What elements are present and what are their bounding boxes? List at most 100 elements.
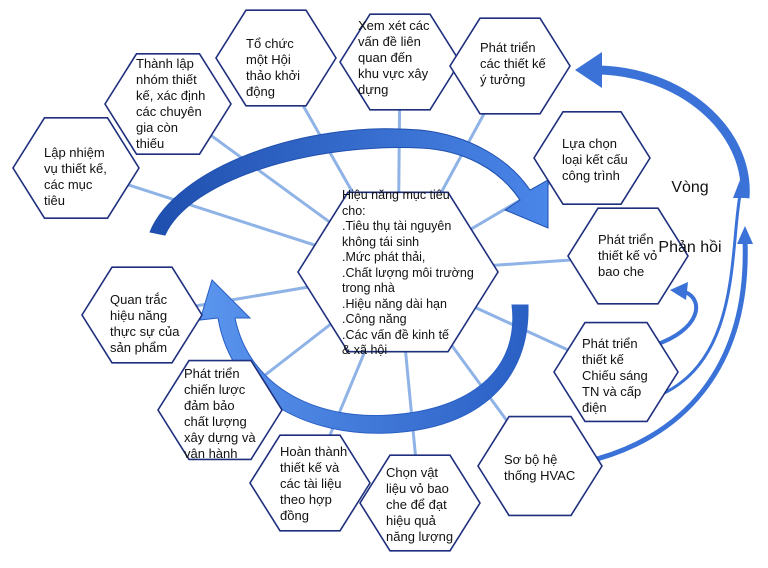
label-thanh-lap-nhom-line: Thành lập <box>136 56 194 71</box>
feedback-arrow-top <box>594 65 750 199</box>
label-center-target-performance-line: .Các vấn đề kinh tế <box>342 327 450 342</box>
feedback-arrow-top-head <box>575 52 602 88</box>
hexagon-to-chuc-hoi-thao <box>215 9 337 107</box>
label-center-target-performance-line: .Mức phát thải, <box>342 250 426 264</box>
label-chieu-sang-cap-dien-line: thiết kế <box>582 352 624 367</box>
label-to-chuc-hoi-thao-line: thảo khởi <box>246 68 301 83</box>
hexagon-nodes <box>12 9 689 552</box>
label-thanh-lap-nhom-line: các chuyên <box>136 104 202 119</box>
cycle-arrow-top <box>149 128 549 236</box>
label-chon-vat-lieu-line: Chọn vật <box>386 465 439 480</box>
label-chieu-sang-cap-dien-line: Chiếu sáng <box>582 368 648 383</box>
label-lua-chon-ket-cau-line: loại kết cấu <box>562 152 628 167</box>
label-phat-trien-y-tuong-line: ý tưởng <box>480 72 526 87</box>
feedback-arrow-bottom-head <box>737 226 753 244</box>
label-lua-chon-ket-cau-line: Lựa chọn <box>562 136 617 151</box>
label-chon-vat-lieu-line: che để đạt <box>386 497 447 512</box>
label-chieu-sang-cap-dien-line: TN và cấp <box>582 384 642 399</box>
feedback-arrow-small-head <box>670 282 688 300</box>
hexagon-chieu-sang-cap-dien <box>553 321 679 423</box>
hexagon-thanh-lap-nhom <box>104 52 232 155</box>
label-center-target-performance-line: & xã hội <box>342 343 388 357</box>
label-xem-xet-khu-vuc-line: vấn đề liên <box>358 34 421 49</box>
label-xem-xet-khu-vuc-line: dựng <box>358 82 389 97</box>
label-to-chuc-hoi-thao-line: Tổ chức <box>246 36 294 51</box>
label-lap-nhiem-vu-line: tiêu <box>44 193 65 208</box>
hexagon-chien-luoc-chat-luong <box>157 359 283 461</box>
hexagon-xem-xet-khu-vuc <box>339 13 461 111</box>
hexagon-lap-nhiem-vu <box>12 117 140 219</box>
label-so-bo-hvac-line: Sơ bộ hệ <box>504 452 558 467</box>
feedback-line-1: Vòng <box>671 179 709 196</box>
hexagon-chon-vat-lieu <box>359 454 481 552</box>
hexagon-center-target-performance <box>297 191 499 353</box>
label-quan-trac-hieu-nang-line: hiệu năng <box>110 308 168 323</box>
label-center-target-performance-line: trong nhà <box>342 281 395 295</box>
hexagon-hoan-thanh-tai-lieu <box>249 434 371 532</box>
cycle-arrow-bottom <box>199 279 529 434</box>
label-center-target-performance-line: cho: <box>342 203 366 218</box>
label-xem-xet-khu-vuc-line: Xem xét các <box>358 18 430 33</box>
label-xem-xet-khu-vuc-line: quan đến <box>358 50 413 65</box>
hexagon-lua-chon-ket-cau <box>533 111 651 205</box>
label-hoan-thanh-tai-lieu-line: đồng <box>280 508 309 523</box>
label-phat-trien-vo-bao-che-line: Phát triển <box>598 232 654 247</box>
label-chieu-sang-cap-dien-line: Phát triển <box>582 336 638 351</box>
feedback-arrow-mid-head <box>733 180 748 198</box>
label-phat-trien-y-tuong-line: các thiết kế <box>480 56 546 71</box>
feedback-arrow-bottom <box>584 239 748 465</box>
label-thanh-lap-nhom-line: nhóm thiết <box>136 72 197 87</box>
feedback-loop-label: Vòng Phản hồi <box>650 158 730 258</box>
label-hoan-thanh-tai-lieu-line: các tài liệu <box>280 476 342 491</box>
label-phat-trien-vo-bao-che-line: thiết kế vỏ <box>598 248 658 263</box>
label-thanh-lap-nhom-line: kế, xác định <box>136 88 206 103</box>
label-phat-trien-vo-bao-che-line: bao che <box>598 264 645 279</box>
label-lua-chon-ket-cau-line: công trình <box>562 168 620 183</box>
label-center-target-performance-line: .Hiệu năng dài hạn <box>342 296 447 311</box>
feedback-line-2: Phản hồi <box>658 239 722 256</box>
label-quan-trac-hieu-nang-line: sản phẩm <box>110 340 168 355</box>
label-to-chuc-hoi-thao-line: động <box>246 84 275 99</box>
label-hoan-thanh-tai-lieu-line: thiết kế và <box>280 460 340 475</box>
label-chien-luoc-chat-luong-line: xây dựng và <box>184 430 256 445</box>
hexagon-so-bo-hvac <box>477 415 603 517</box>
label-chieu-sang-cap-dien-line: điện <box>582 400 607 415</box>
hexagon-quan-trac-hieu-nang <box>81 266 203 364</box>
label-chien-luoc-chat-luong-line: Phát triển <box>184 366 240 381</box>
label-chien-luoc-chat-luong-line: đảm bảo <box>184 398 235 413</box>
label-center-target-performance-line: .Công năng <box>342 312 407 326</box>
label-hoan-thanh-tai-lieu-line: Hoàn thành <box>280 444 348 459</box>
label-chon-vat-lieu-line: hiệu quả <box>386 513 436 528</box>
label-quan-trac-hieu-nang-line: Quan trắc <box>110 292 168 307</box>
hexagon-phat-trien-y-tuong <box>449 17 571 115</box>
label-phat-trien-y-tuong-line: Phát triển <box>480 40 536 55</box>
label-chon-vat-lieu-line: liệu vỏ bao <box>386 481 449 496</box>
label-chien-luoc-chat-luong-line: chiến lược <box>184 382 246 397</box>
label-to-chuc-hoi-thao-line: một Hội <box>246 52 291 67</box>
label-hoan-thanh-tai-lieu-line: theo hợp <box>280 492 332 507</box>
label-center-target-performance-line: Hiệu năng mục tiêu <box>342 188 450 202</box>
label-chon-vat-lieu-line: năng lượng <box>386 529 454 544</box>
label-lap-nhiem-vu-line: các mục <box>44 177 93 192</box>
label-thanh-lap-nhom-line: gia còn <box>136 120 178 135</box>
label-xem-xet-khu-vuc-line: khu vực xây <box>358 66 429 81</box>
label-chien-luoc-chat-luong-line: chất lượng <box>184 414 247 429</box>
label-chien-luoc-chat-luong-line: vận hành <box>184 446 238 461</box>
label-quan-trac-hieu-nang-line: thực sự của <box>110 324 180 339</box>
hexagon-phat-trien-vo-bao-che <box>567 207 689 305</box>
